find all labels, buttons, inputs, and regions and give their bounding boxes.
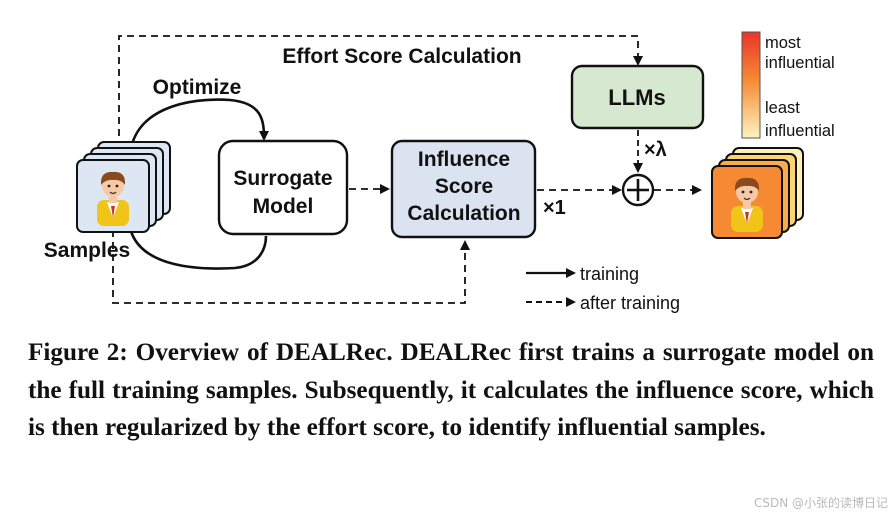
samples-label: Samples — [44, 239, 130, 262]
influential-samples-stack — [711, 147, 804, 239]
surrogate-model-label-line2: Model — [253, 195, 314, 218]
samples-stack — [76, 141, 171, 233]
optimize-loop-arrow — [128, 98, 269, 161]
llms-box — [570, 64, 705, 130]
weight-lambda-label: ×λ — [644, 139, 667, 161]
llms-label: LLMs — [608, 85, 665, 110]
watermark: CSDN @小张的读博日记 — [753, 496, 888, 510]
gradient-top-label-1: most — [765, 34, 801, 52]
surrogate-model-label-line1: Surrogate — [233, 167, 332, 190]
dealrec-diagram: Effort Score Calculation Optimize Sample… — [44, 31, 835, 313]
influence-gradient-bar — [741, 31, 761, 139]
legend-solid-label: training — [580, 264, 639, 284]
effort-score-title: Effort Score Calculation — [282, 45, 521, 68]
influence-label-line1: Influence — [418, 148, 510, 171]
influence-score-box — [390, 139, 537, 239]
optimize-loop-return — [128, 227, 268, 270]
figure-caption: Figure 2: Overview of DEALRec. DEALRec f… — [28, 339, 874, 441]
optimize-label: Optimize — [153, 76, 242, 99]
influence-label-line3: Calculation — [407, 202, 520, 225]
sum-operator-icon — [621, 173, 655, 207]
bottom-path-dashed — [112, 230, 470, 304]
weight-one-label: ×1 — [543, 197, 566, 219]
legend-dashed-label: after training — [580, 293, 680, 313]
gradient-bottom-label-1: least — [765, 99, 800, 117]
gradient-top-label-2: influential — [765, 54, 835, 72]
gradient-bottom-label-2: influential — [765, 122, 835, 140]
influence-label-line2: Score — [435, 175, 493, 198]
surrogate-model-box — [217, 139, 349, 236]
